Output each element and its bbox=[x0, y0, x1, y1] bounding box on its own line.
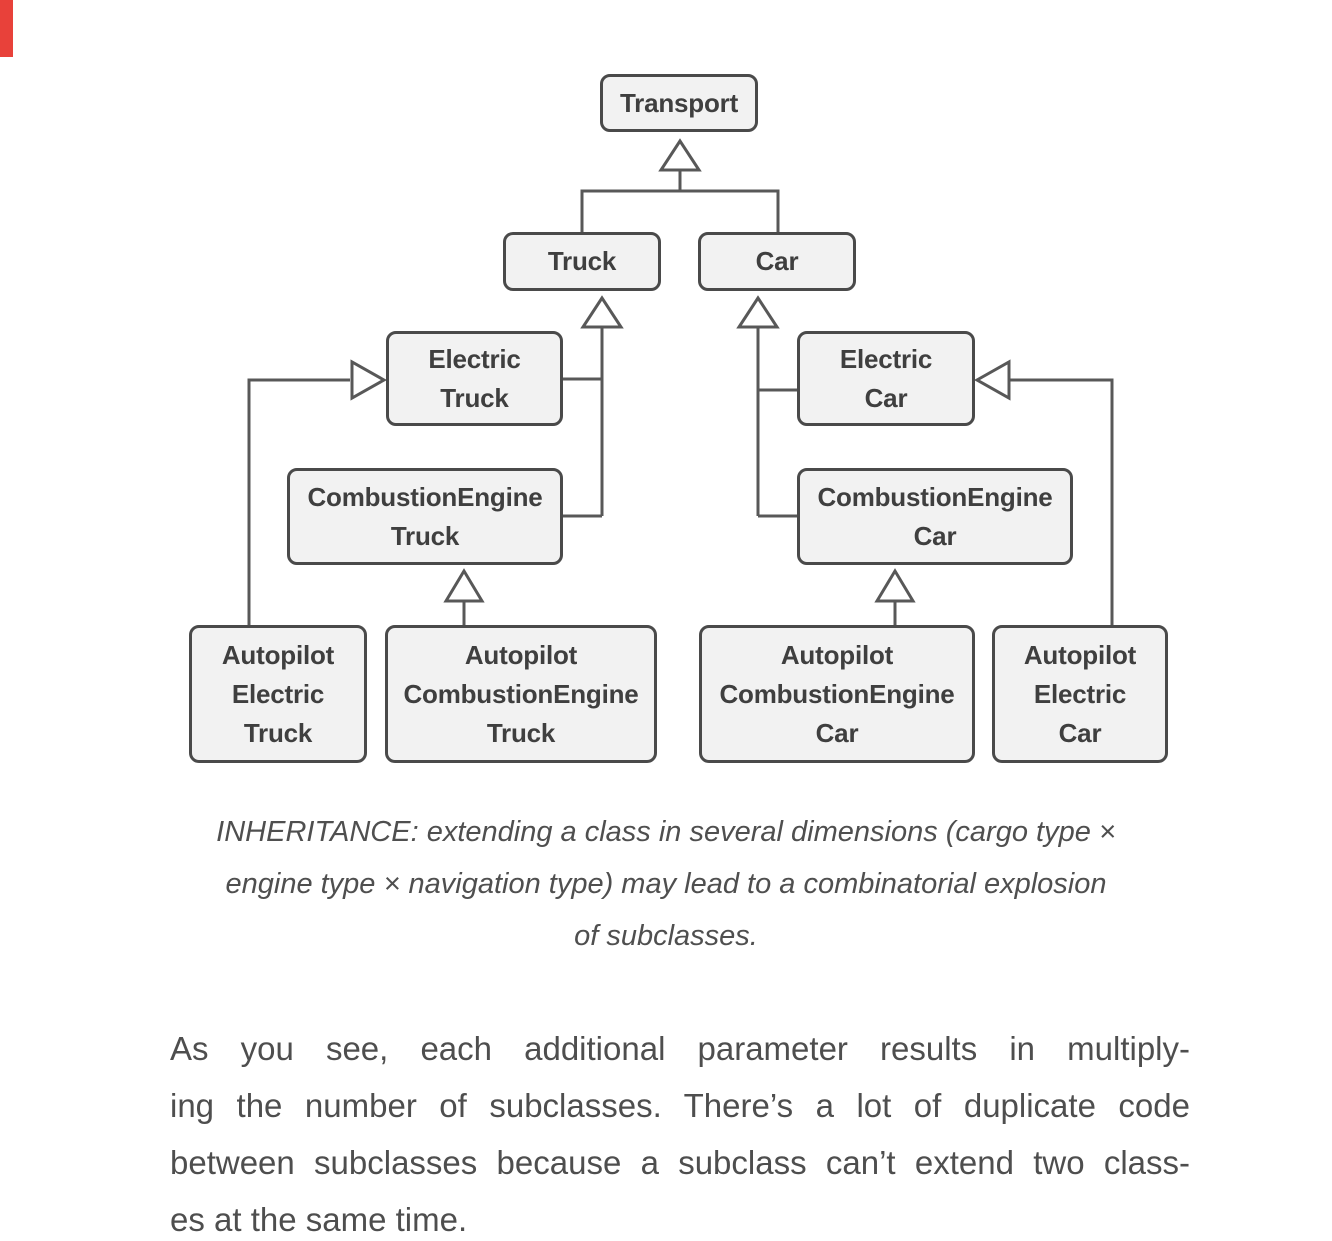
edge-autopilot-electric-truck bbox=[247, 378, 350, 625]
class-box-combustion-engine-car: CombustionEngine Car bbox=[797, 468, 1073, 565]
inheritance-class-diagram: Transport Truck Car Electric Truck Combu… bbox=[189, 74, 1168, 763]
class-box-autopilot-electric-car: Autopilot Electric Car bbox=[992, 625, 1168, 763]
paragraph-line-2: ing the number of subclasses. There’s a … bbox=[170, 1087, 1190, 1124]
inheritance-arrow-car bbox=[736, 295, 780, 329]
edge-transport-split bbox=[580, 189, 780, 232]
class-box-transport: Transport bbox=[600, 74, 758, 132]
class-box-combustion-engine-truck: CombustionEngine Truck bbox=[287, 468, 563, 565]
caption-line-3: of subclasses. bbox=[574, 920, 758, 952]
inheritance-arrow-electric-truck bbox=[350, 359, 388, 401]
inheritance-arrow-combustion-car bbox=[874, 568, 916, 603]
class-box-autopilot-combustion-engine-truck: Autopilot CombustionEngine Truck bbox=[385, 625, 657, 763]
caption-line-2: engine type × navigation type) may lead … bbox=[225, 868, 1107, 900]
class-box-truck: Truck bbox=[503, 232, 661, 291]
edge-autopilot-electric-car bbox=[1010, 378, 1114, 625]
paragraph-line-1: As you see, each additional parameter re… bbox=[170, 1030, 1190, 1067]
inheritance-arrow-electric-car bbox=[973, 359, 1011, 401]
inheritance-arrow-combustion-truck bbox=[443, 568, 485, 603]
class-box-car: Car bbox=[698, 232, 856, 291]
paragraph-line-4: es at the same time. bbox=[170, 1201, 468, 1238]
caption-line-1: INHERITANCE: extending a class in severa… bbox=[216, 816, 1116, 848]
page-edge-red-marker bbox=[0, 0, 13, 57]
class-box-electric-truck: Electric Truck bbox=[386, 331, 563, 426]
class-box-autopilot-combustion-engine-car: Autopilot CombustionEngine Car bbox=[699, 625, 975, 763]
figure-caption: INHERITANCE: extending a class in severa… bbox=[150, 806, 1182, 962]
paragraph-line-3: between subclasses because a subclass ca… bbox=[170, 1144, 1190, 1181]
diagram-connectors bbox=[247, 138, 1114, 625]
body-paragraph: As you see, each additional parameter re… bbox=[170, 1020, 1190, 1241]
class-box-autopilot-electric-truck: Autopilot Electric Truck bbox=[189, 625, 367, 763]
inheritance-arrow-truck bbox=[580, 295, 624, 329]
inheritance-arrow-transport bbox=[658, 138, 702, 172]
class-box-electric-car: Electric Car bbox=[797, 331, 975, 426]
